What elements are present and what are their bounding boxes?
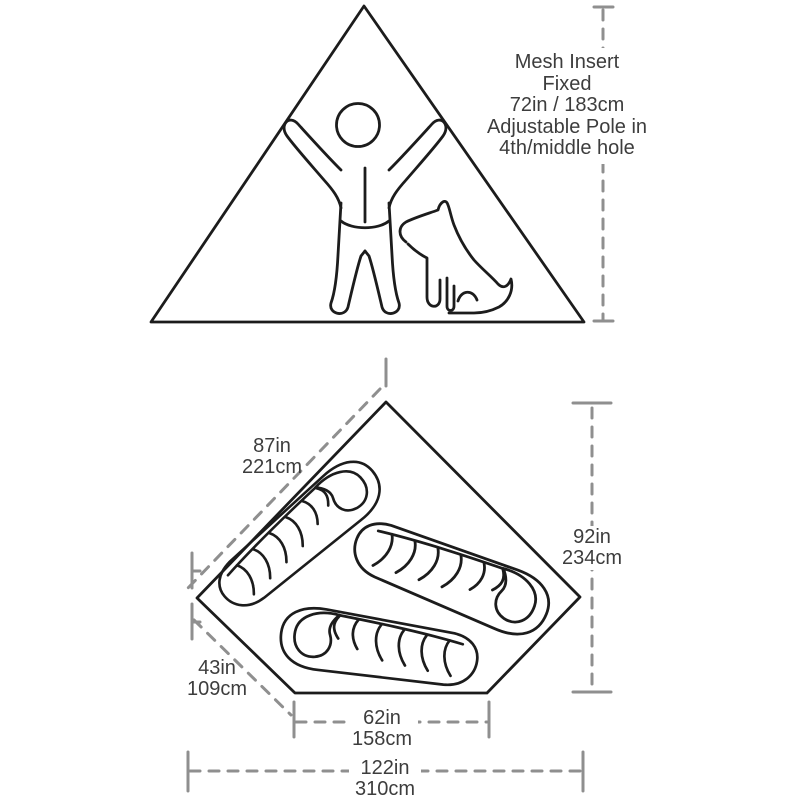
person-right-arm bbox=[387, 118, 448, 210]
sleeping-bag-3 bbox=[275, 602, 483, 694]
dog-front-leg-inner bbox=[445, 276, 456, 312]
pole-note-line: Mesh Insert bbox=[514, 51, 620, 73]
dim-value-inches: 92in bbox=[573, 526, 611, 548]
pole-note-line: 72in / 183cm bbox=[509, 94, 625, 116]
pole-note-line: 4th/middle hole bbox=[499, 137, 635, 159]
person-head bbox=[335, 102, 381, 148]
dog-haunch-arc bbox=[456, 290, 479, 303]
dim-label-floor-front: 62in 158cm bbox=[345, 707, 419, 751]
person-right-side-leg bbox=[363, 201, 401, 315]
dim-value-inches: 43in bbox=[198, 657, 236, 679]
person-left-arm bbox=[282, 118, 343, 210]
pole-note-line: Adjustable Pole in bbox=[486, 115, 648, 138]
dim-value-inches: 87in bbox=[253, 435, 291, 457]
dim-value-cm: 158cm bbox=[351, 728, 413, 750]
sleeping-bag-2 bbox=[343, 508, 560, 647]
dim-label-side-edge: 43in 109cm bbox=[187, 658, 247, 700]
person-left-side-leg bbox=[329, 201, 367, 315]
tent-front-outline bbox=[149, 4, 586, 324]
dim-line-side-edge bbox=[190, 602, 293, 717]
dim-label-total-width: 122in 310cm bbox=[348, 757, 422, 795]
floor-plan-outline bbox=[195, 400, 582, 695]
dim-label-depth: 92in 234cm bbox=[555, 526, 629, 570]
person-waist-line bbox=[339, 219, 391, 230]
pole-note-line: Fixed bbox=[542, 72, 592, 95]
dim-label-slope-edge: 87in 221cm bbox=[242, 436, 302, 478]
dim-value-cm: 221cm bbox=[241, 456, 303, 478]
dim-value-inches: 62in bbox=[363, 707, 401, 729]
dim-value-cm: 310cm bbox=[354, 778, 416, 795]
dim-value-cm: 234cm bbox=[561, 547, 623, 569]
person-figure bbox=[282, 102, 448, 315]
dim-value-cm: 109cm bbox=[186, 678, 248, 700]
pole-note: Mesh Insert Fixed 72in / 183cm Adjustabl… bbox=[476, 48, 658, 164]
dog-outline bbox=[398, 200, 514, 315]
dim-line-slope-edge bbox=[186, 357, 388, 590]
dim-value-inches: 122in bbox=[360, 757, 410, 779]
dim-line-height-front bbox=[592, 5, 615, 323]
dog-chest-front-leg bbox=[406, 242, 442, 308]
dog-figure bbox=[398, 200, 514, 315]
